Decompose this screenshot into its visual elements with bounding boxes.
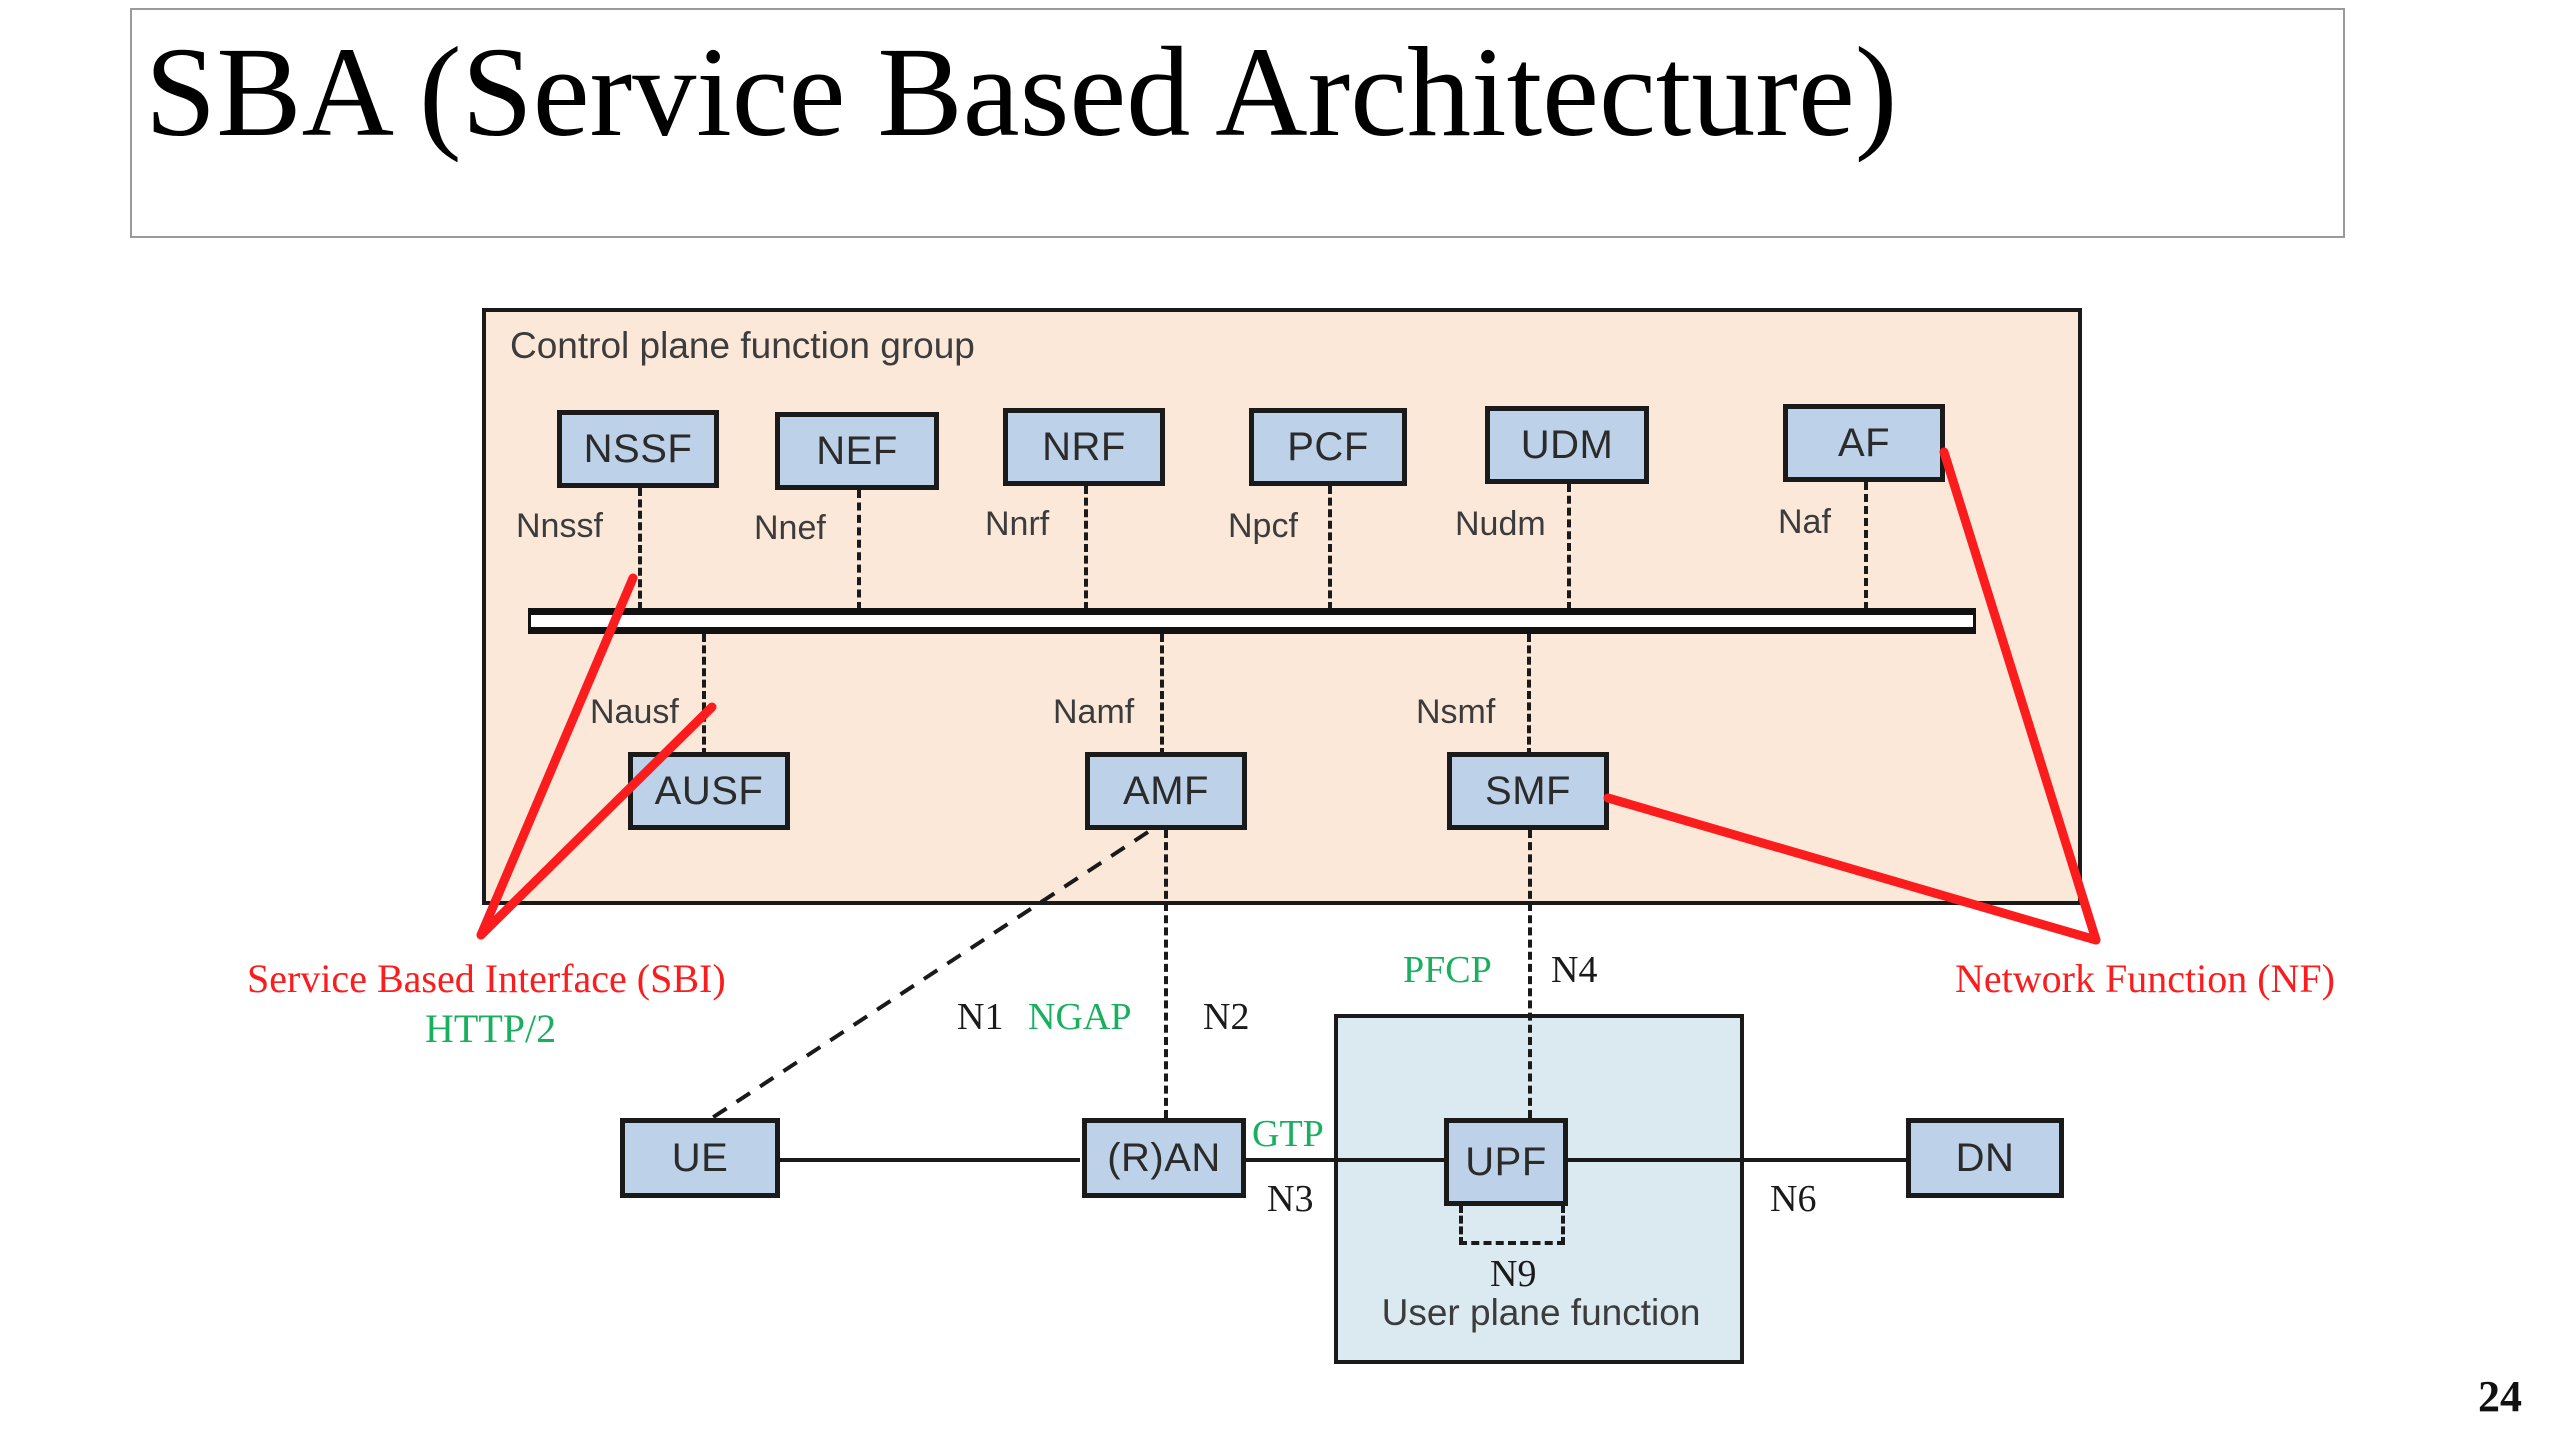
connector-n2-amf-ran — [1164, 830, 1168, 1118]
interface-label-nsmf: Nsmf — [1416, 693, 1496, 731]
interface-label-nnssf: Nnssf — [516, 507, 603, 545]
node-box-ran[interactable]: (R)AN — [1082, 1118, 1246, 1198]
link-ran-upf — [1245, 1158, 1447, 1162]
connector-nudm — [1567, 484, 1571, 610]
nf-box-label: SMF — [1485, 768, 1571, 813]
nf-box-label: NSSF — [583, 426, 693, 471]
reference-point-n1: N1 — [957, 996, 1004, 1038]
node-box-label: (R)AN — [1107, 1135, 1221, 1180]
protocol-gtp: GTP — [1252, 1113, 1324, 1155]
connector-namf — [1160, 634, 1164, 756]
nf-box-label: AF — [1837, 420, 1891, 465]
node-box-label: UPF — [1465, 1139, 1547, 1184]
nf-box-af[interactable]: AF — [1783, 404, 1945, 482]
nf-box-label: NEF — [816, 428, 898, 473]
nf-box-label: UDM — [1520, 422, 1614, 467]
reference-point-n9: N9 — [1490, 1253, 1537, 1295]
node-box-ue[interactable]: UE — [620, 1118, 780, 1198]
link-upf-dn — [1566, 1158, 1906, 1162]
node-box-dn[interactable]: DN — [1906, 1118, 2064, 1198]
nf-box-label: AMF — [1123, 768, 1209, 813]
reference-point-n3: N3 — [1267, 1178, 1314, 1220]
user-plane-group-label: User plane function — [1381, 1292, 1701, 1333]
interface-label-naf: Naf — [1778, 503, 1831, 541]
connector-nnssf — [638, 488, 642, 610]
page-title: SBA (Service Based Architecture) — [145, 21, 1898, 163]
node-box-label: DN — [1955, 1135, 2015, 1180]
interface-label-npcf: Npcf — [1228, 507, 1298, 545]
interface-label-nnef: Nnef — [754, 509, 826, 547]
connector-naf — [1864, 482, 1868, 610]
interface-label-nausf: Nausf — [590, 693, 679, 731]
nf-box-smf[interactable]: SMF — [1447, 752, 1609, 830]
connector-nnrf — [1084, 486, 1088, 610]
link-ue-ran — [780, 1158, 1080, 1162]
node-box-upf[interactable]: UPF — [1444, 1118, 1568, 1206]
reference-point-n6: N6 — [1770, 1178, 1817, 1220]
connector-nsmf — [1527, 634, 1531, 756]
nf-box-ausf[interactable]: AUSF — [628, 752, 790, 830]
connector-nnef — [857, 490, 861, 610]
nf-box-udm[interactable]: UDM — [1485, 406, 1649, 484]
nf-box-nrf[interactable]: NRF — [1003, 408, 1165, 486]
nf-box-nef[interactable]: NEF — [775, 412, 939, 490]
service-based-interface-bus — [528, 608, 1976, 634]
reference-point-n4: N4 — [1551, 949, 1598, 991]
nf-box-nssf[interactable]: NSSF — [557, 410, 719, 488]
connector-nausf — [702, 634, 706, 756]
control-plane-group-label: Control plane function group — [510, 325, 975, 366]
nf-box-label: AUSF — [654, 768, 764, 813]
nf-box-pcf[interactable]: PCF — [1249, 408, 1407, 486]
protocol-ngap: NGAP — [1028, 996, 1132, 1038]
page-number: 24 — [2478, 1372, 2522, 1421]
connector-npcf — [1328, 486, 1332, 610]
callout-sbi: Service Based Interface (SBI) — [247, 956, 726, 1001]
interface-label-namf: Namf — [1053, 693, 1135, 731]
nf-box-label: PCF — [1287, 424, 1369, 469]
n9-loop-connector — [1459, 1205, 1565, 1245]
interface-label-nnrf: Nnrf — [985, 505, 1050, 543]
nf-box-amf[interactable]: AMF — [1085, 752, 1247, 830]
title-frame — [130, 8, 2345, 238]
interface-label-nudm: Nudm — [1455, 505, 1546, 543]
protocol-pfcp: PFCP — [1403, 949, 1492, 991]
connector-n4-smf-upf — [1528, 830, 1532, 1118]
node-box-label: UE — [671, 1135, 729, 1180]
callout-http2: HTTP/2 — [425, 1006, 557, 1051]
callout-nf: Network Function (NF) — [1955, 956, 2335, 1001]
nf-box-label: NRF — [1042, 424, 1126, 469]
reference-point-n2: N2 — [1203, 996, 1250, 1038]
